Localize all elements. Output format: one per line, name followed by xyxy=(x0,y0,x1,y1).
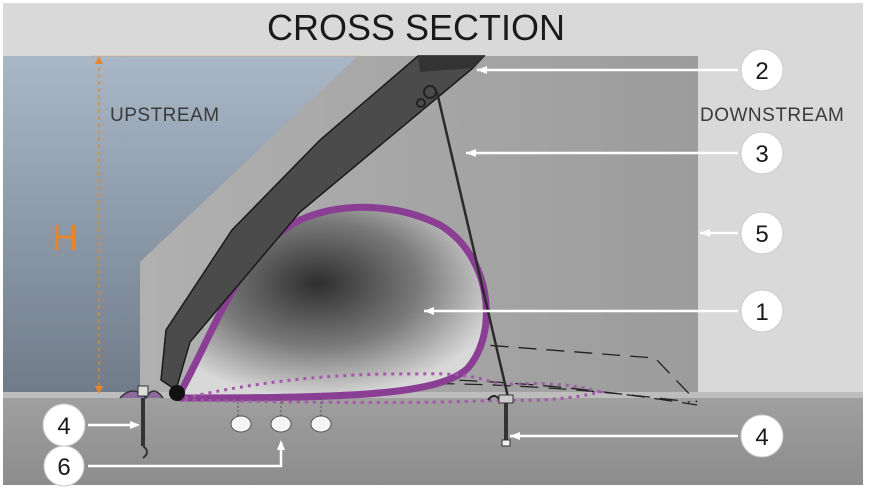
height-arrow-top xyxy=(95,56,103,64)
anchor-nut-right xyxy=(498,394,514,404)
upstream-label: UPSTREAM xyxy=(110,105,220,126)
downstream-label: DOWNSTREAM xyxy=(700,105,844,126)
gate-hinge xyxy=(169,385,185,401)
strap-top-pin xyxy=(416,98,426,108)
callout-6-number: 6 xyxy=(57,454,70,481)
height-label: H xyxy=(52,217,78,258)
leader-1-arrow xyxy=(424,307,434,315)
callout-6: 6 xyxy=(43,445,85,487)
foundation-ground xyxy=(3,396,863,485)
callout-5: 5 xyxy=(740,211,784,255)
callout-3: 3 xyxy=(740,131,784,175)
anchor-nut-left xyxy=(137,385,149,397)
air-pipe-2 xyxy=(270,415,292,433)
anchor-hook-left xyxy=(142,445,148,459)
foundation-surface xyxy=(3,392,863,398)
diagram-title: CROSS SECTION xyxy=(267,7,565,48)
callout-1: 1 xyxy=(740,289,784,333)
leader-4-right-arrow xyxy=(510,432,520,440)
deflated-bladder-outline xyxy=(183,372,606,404)
callout-4-left: 4 xyxy=(42,403,86,447)
leader-2-arrow xyxy=(477,66,487,74)
strap-top-shackle xyxy=(423,85,437,99)
gate-top-edge xyxy=(418,56,484,72)
callout-4-right-number: 4 xyxy=(755,424,768,451)
callout-3-number: 3 xyxy=(755,141,768,168)
leader-3-arrow xyxy=(466,149,476,157)
leader-4-left-arrow xyxy=(130,421,140,429)
air-pipe-3 xyxy=(310,415,332,433)
leader-6-arrow xyxy=(277,440,285,450)
callout-4-right: 4 xyxy=(740,414,784,458)
callout-2-number: 2 xyxy=(755,58,768,85)
upstream-water xyxy=(3,56,358,396)
air-pipe-1 xyxy=(230,415,252,433)
height-arrow-bottom xyxy=(95,386,103,394)
callout-4-left-number: 4 xyxy=(57,413,70,440)
callout-1-number: 1 xyxy=(755,299,768,326)
leader-6 xyxy=(88,443,283,468)
anchor-bolt-end xyxy=(501,439,511,447)
callout-5-number: 5 xyxy=(755,221,768,248)
leader-5-arrow xyxy=(700,229,710,237)
callout-2: 2 xyxy=(740,48,784,92)
restraint-strap xyxy=(435,91,510,398)
